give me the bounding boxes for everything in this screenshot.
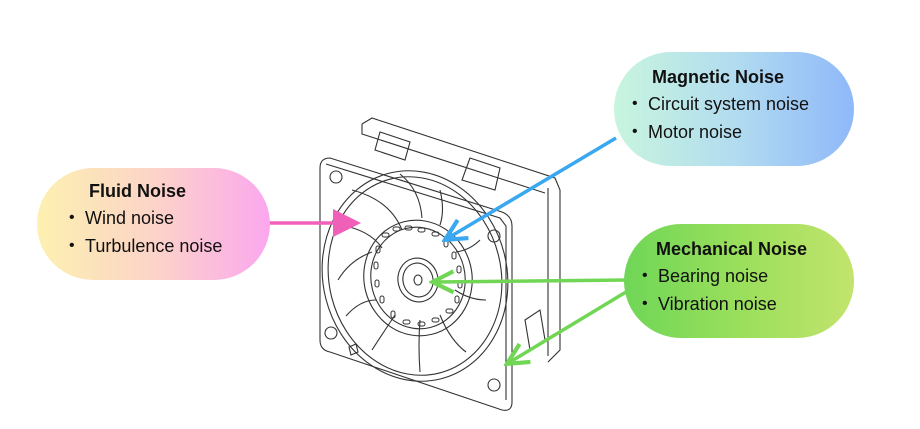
callout-item: Motor noise bbox=[628, 118, 854, 146]
fluid-noise-callout: Fluid Noise Wind noise Turbulence noise bbox=[37, 168, 270, 280]
callout-list: Bearing noise Vibration noise bbox=[638, 262, 854, 318]
callout-item: Turbulence noise bbox=[65, 232, 270, 260]
mechanical-noise-callout: Mechanical Noise Bearing noise Vibration… bbox=[624, 224, 854, 338]
mount-hole bbox=[324, 326, 338, 340]
magnetic-noise-callout: Magnetic Noise Circuit system noise Moto… bbox=[614, 52, 854, 166]
callout-item: Circuit system noise bbox=[628, 90, 854, 118]
mount-hole bbox=[329, 170, 343, 184]
callout-item: Bearing noise bbox=[638, 262, 854, 290]
callout-list: Wind noise Turbulence noise bbox=[65, 204, 270, 260]
fan-frame-back bbox=[361, 117, 561, 363]
fan-hub bbox=[363, 219, 473, 337]
callout-title: Mechanical Noise bbox=[656, 239, 808, 259]
fan-frame-front bbox=[319, 157, 513, 411]
wire-connector bbox=[348, 343, 359, 356]
fan-venturi bbox=[321, 170, 509, 382]
callout-title: Fluid Noise bbox=[89, 181, 187, 201]
mechanical-noise-arrow-frame bbox=[510, 290, 627, 362]
callout-title: Magnetic Noise bbox=[652, 67, 785, 87]
mechanical-noise-arrow-bearing bbox=[436, 280, 629, 282]
hub-slots bbox=[373, 225, 463, 327]
hub-center bbox=[397, 257, 439, 303]
magnetic-noise-arrow bbox=[448, 136, 617, 238]
callout-list: Circuit system noise Motor noise bbox=[628, 90, 854, 146]
callout-item: Wind noise bbox=[65, 204, 270, 232]
callout-item: Vibration noise bbox=[638, 290, 854, 318]
mount-hole bbox=[487, 378, 501, 392]
fan-blades bbox=[337, 173, 487, 373]
